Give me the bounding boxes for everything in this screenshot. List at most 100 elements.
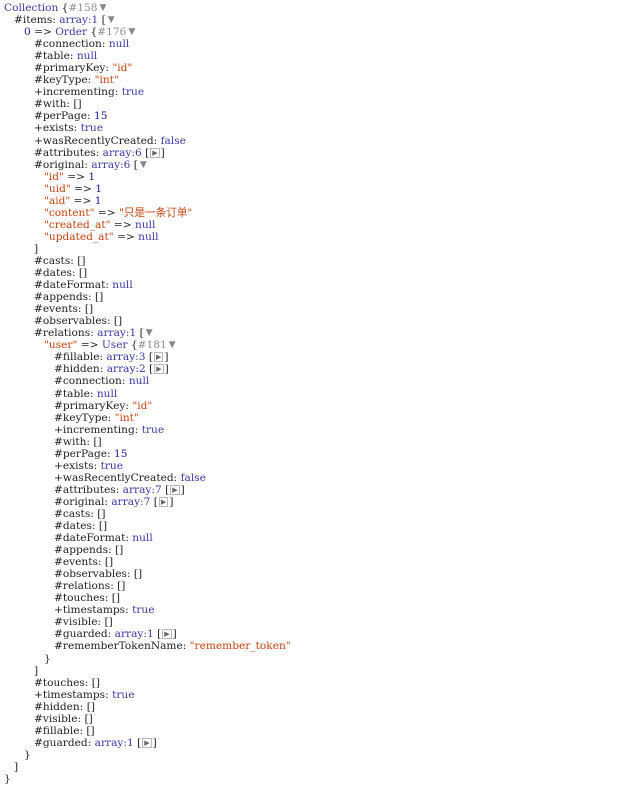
dump-punctuation: [] [77,254,86,267]
dump-constant: array:1 [59,14,99,27]
triangle-down-icon[interactable]: ▼ [145,328,153,339]
dump-constant: array:3 [106,351,146,364]
dump-punctuation: : [71,267,79,280]
dump-punctuation: [] [86,700,95,713]
dump-key: +exists [54,459,94,472]
dump-line: #original: array:6 [▼ [4,159,631,171]
triangle-right-icon[interactable]: ▶ [170,484,180,495]
dump-line: #touches: [] [4,592,631,604]
dump-line: "updated_at" => null [4,231,631,243]
dump-punctuation: : [106,315,114,328]
dump-punctuation: [] [133,568,143,581]
dump-line: +wasRecentlyCreated: false [4,135,631,147]
dump-line: #events: [] [4,303,631,315]
dump-constant: null [108,38,130,51]
dump-line: +timestamps: true [4,604,631,616]
dump-punctuation: [] [104,616,113,629]
dump-line: #attributes: array:7 [▶] [4,484,631,496]
dump-key: +timestamps [54,604,126,617]
dump-line: +incrementing: true [4,424,631,436]
triangle-right-icon[interactable]: ▶ [158,496,169,507]
triangle-right-icon[interactable]: ▶ [142,737,152,748]
dump-line: +exists: true [4,460,631,472]
dump-string: "aid" [44,194,71,207]
dump-punctuation: [ [153,628,162,641]
dump-object-hash: #176 [97,26,127,39]
dump-line: #dateFormat: null [4,532,631,544]
dump-key: +wasRecentlyCreated [34,134,154,147]
dump-string: "remember_token" [189,640,291,653]
dump-punctuation: [ [150,495,158,508]
dump-punctuation: : [66,98,74,111]
dump-line: #appends: [] [4,291,631,303]
dump-constant: true [100,459,123,472]
dump-line: ] [4,243,631,255]
dump-class-name: Collection [4,2,59,14]
dump-punctuation: => [63,170,89,183]
dump-key: #keyType [54,411,108,424]
dump-key: #dates [54,520,92,533]
dump-key: #guarded [54,628,108,641]
dump-punctuation: : [79,724,87,737]
dump-line: #table: null [4,388,631,400]
dump-constant: array:6 [91,158,131,171]
dump-key: #connection [34,38,102,51]
triangle-right-icon[interactable]: ▶ [154,364,164,375]
dump-key: #original [34,158,85,171]
dump-punctuation: ] [14,760,19,773]
dump-punctuation: [ [161,483,170,496]
dump-string: "id" [132,399,153,412]
dump-punctuation: [] [113,315,123,328]
dump-line: #table: null [4,50,631,62]
dump-key: +wasRecentlyCreated [54,471,174,484]
dump-line: #primaryKey: "id" [4,62,631,74]
dump-line: #dates: [] [4,520,631,532]
dump-key: #casts [54,507,91,520]
dump-key: #observables [34,315,107,328]
dump-punctuation: : [79,700,87,713]
dump-line: #attributes: array:6 [▶] [4,147,631,159]
dump-punctuation: : [108,544,116,557]
dump-line: "id" => 1 [4,171,631,183]
triangle-right-icon[interactable]: ▶ [162,629,172,640]
triangle-down-icon[interactable]: ▼ [99,3,107,13]
triangle-down-icon[interactable]: ▼ [128,27,136,38]
dump-punctuation: : [73,122,81,135]
dump-punctuation: [] [117,580,126,593]
triangle-right-icon[interactable]: ▶ [150,147,160,158]
triangle-down-icon[interactable]: ▼ [168,340,176,351]
dump-line: #relations: array:1 [▼ [4,327,631,339]
dump-punctuation: : [99,363,107,376]
dump-punctuation: : [91,520,99,533]
dump-constant: true [141,423,165,436]
dump-number: 0 [24,26,31,39]
dump-constant: null [76,50,98,63]
dump-key: #fillable [34,724,80,737]
dump-punctuation: : [107,447,114,460]
dump-punctuation: => [113,230,139,243]
dump-punctuation: : [87,74,95,87]
dump-constant: null [128,375,150,388]
dump-key: #appends [54,544,109,557]
dump-string: "int" [114,411,139,424]
dump-line: #fillable: [] [4,725,631,737]
dump-punctuation: [ [145,351,153,364]
dump-punctuation: : [69,50,77,63]
dump-key: #primaryKey [54,399,126,412]
dump-punctuation: [ [98,14,106,27]
dump-punctuation: : [104,592,112,605]
dump-punctuation: [ [141,146,150,159]
dump-line: #connection: null [4,375,631,387]
dump-punctuation: : [77,303,85,316]
dump-punctuation: : [97,556,105,569]
dump-line: #casts: [] [4,508,631,520]
dump-punctuation: : [105,688,113,701]
dump-number: 1 [94,194,102,207]
triangle-down-icon[interactable]: ▼ [107,15,115,26]
dump-line: #visible: [] [4,713,631,725]
dump-constant: null [138,230,159,243]
triangle-down-icon[interactable]: ▼ [139,159,147,170]
triangle-right-icon[interactable]: ▶ [154,352,164,363]
dump-key: #perPage [54,447,108,460]
dump-key: #perPage [34,110,88,123]
